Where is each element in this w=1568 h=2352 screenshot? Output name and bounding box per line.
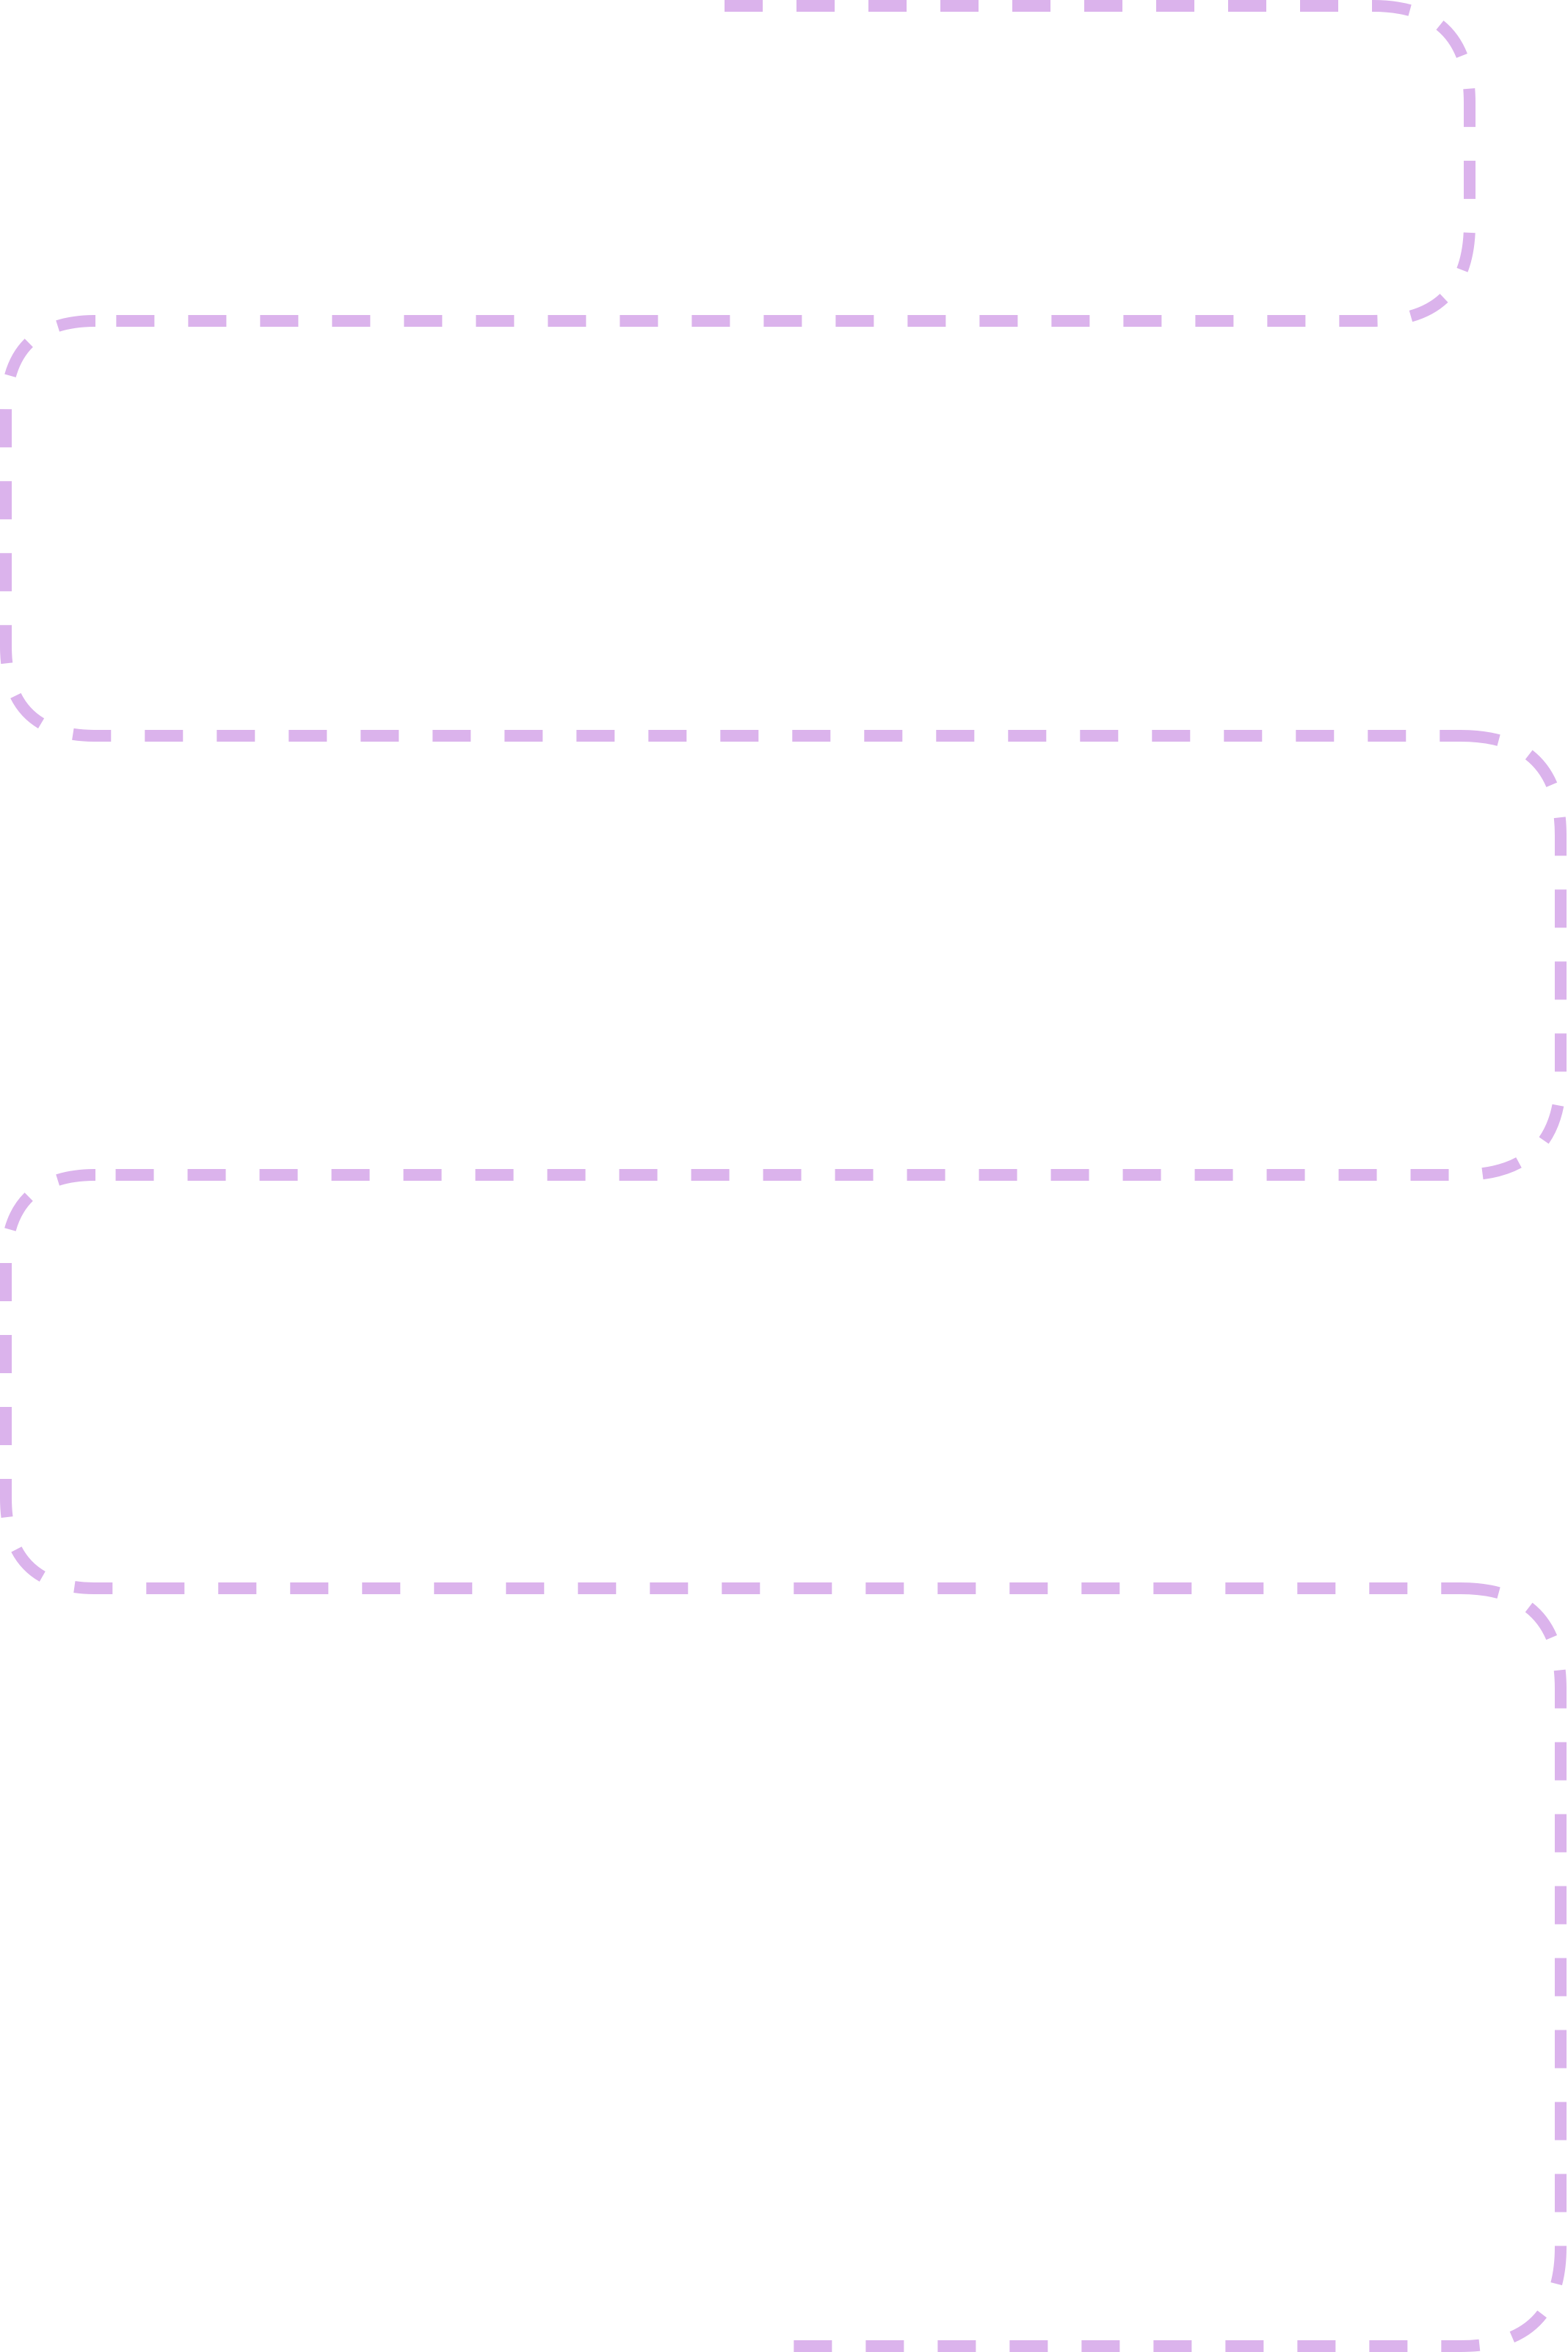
path-segment-5 — [767, 1582, 1567, 2352]
path-segment-3 — [95, 730, 1567, 1181]
path-segment-1 — [95, 0, 1476, 327]
path-segment-4 — [0, 1169, 1461, 1594]
path-segment-2 — [0, 315, 1461, 742]
